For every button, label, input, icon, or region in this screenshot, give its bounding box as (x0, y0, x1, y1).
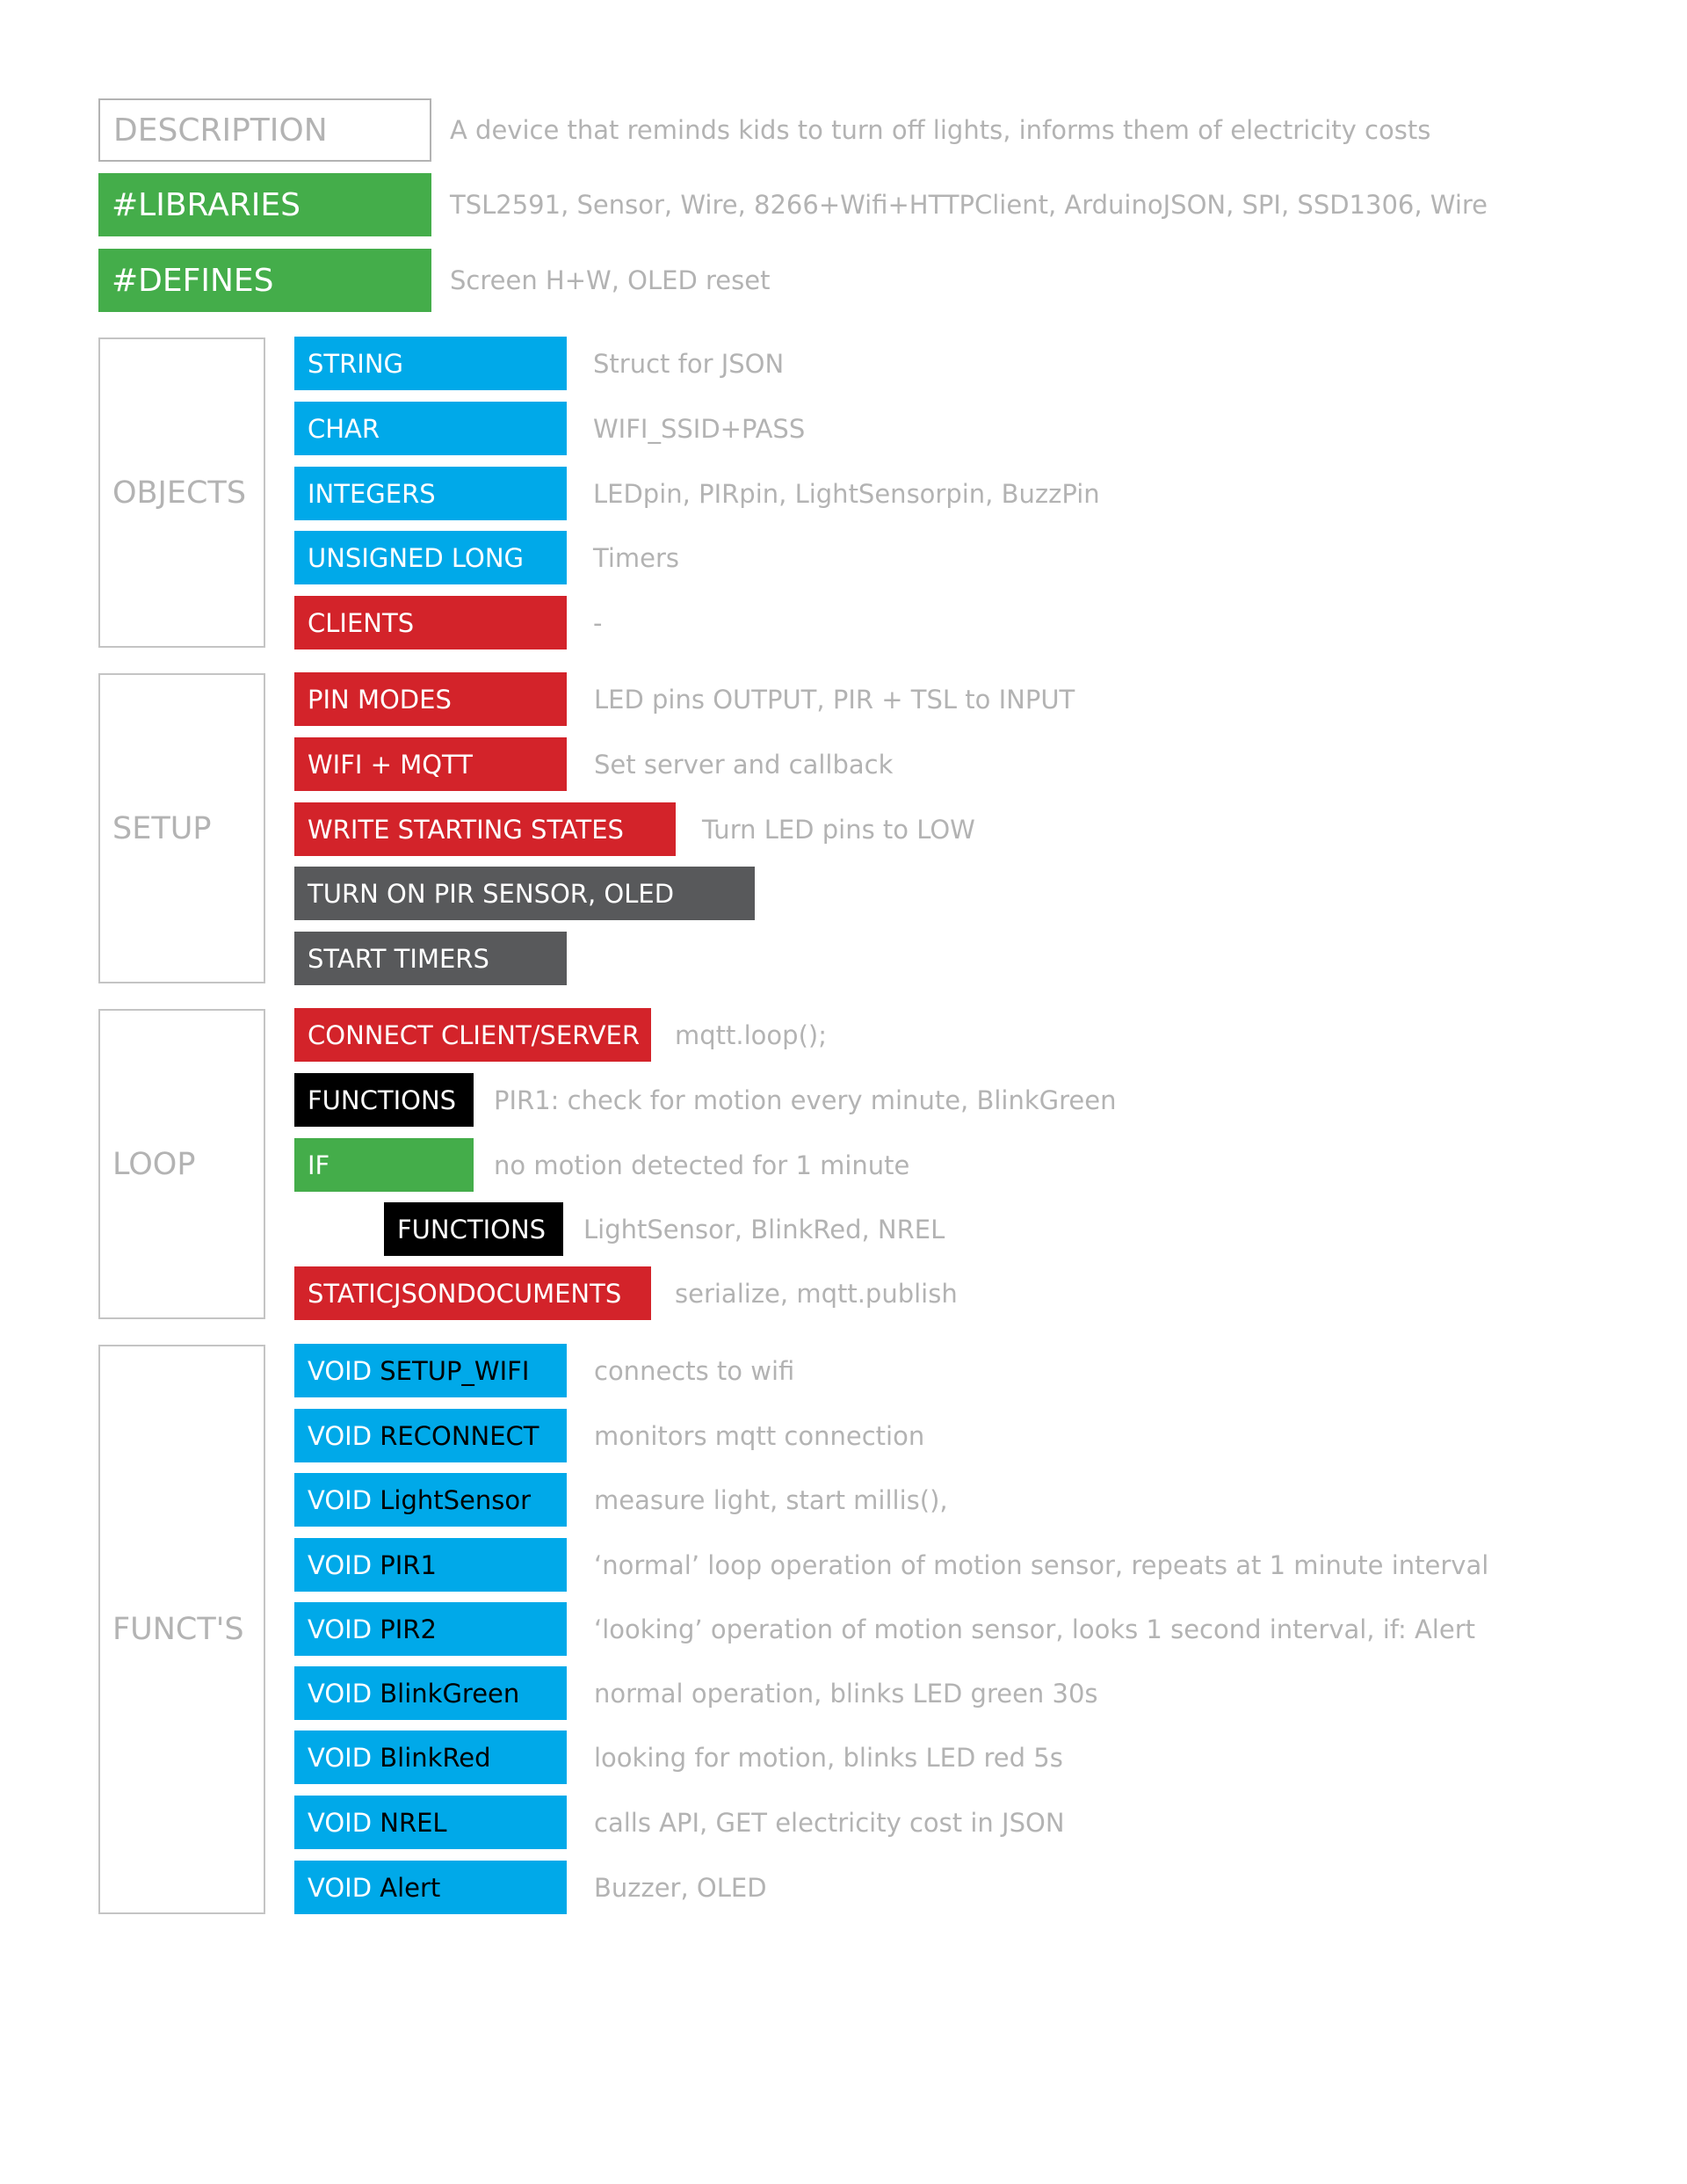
setup-text-pin-modes: LED pins OUTPUT, PIR + TSL to INPUT (594, 685, 1075, 715)
void-keyword: VOID (308, 1872, 373, 1903)
objects-text-unsigned-long: Timers (593, 543, 680, 573)
function-tag-blinkred: VOID BlinkRed (294, 1731, 567, 1784)
function-tag-alert: VOID Alert (294, 1861, 567, 1914)
objects-tag-unsigned-long: UNSIGNED LONG (294, 531, 567, 584)
loop-tag-functions-1: FUNCTIONS (294, 1073, 474, 1127)
libraries-label: #LIBRARIES (98, 173, 431, 236)
defines-text: Screen H+W, OLED reset (450, 265, 771, 295)
description-label: DESCRIPTION (98, 98, 431, 162)
void-keyword: VOID (308, 1742, 373, 1773)
loop-tag-if: IF (294, 1138, 474, 1192)
function-tag-pir2: VOID PIR2 (294, 1602, 567, 1656)
function-name: LightSensor (380, 1484, 532, 1515)
objects-text-string: Struct for JSON (593, 349, 785, 379)
void-keyword: VOID (308, 1484, 373, 1515)
loop-tag-connect-client-server: CONNECT CLIENT/SERVER (294, 1008, 651, 1062)
loop-tag-staticjsondocuments: STATICJSONDOCUMENTS (294, 1266, 651, 1320)
objects-tag-integers: INTEGERS (294, 467, 567, 520)
function-tag-lightsensor: VOID LightSensor (294, 1473, 567, 1527)
loop-text-functions-1: PIR1: check for motion every minute, Bli… (494, 1085, 1117, 1115)
setup-tag-wifi-mqtt: WIFI + MQTT (294, 737, 567, 791)
loop-section-label: LOOP (98, 1009, 265, 1319)
setup-tag-write-starting-states: WRITE STARTING STATES (294, 802, 676, 856)
function-tag-pir1: VOID PIR1 (294, 1538, 567, 1592)
function-text-blinkgreen: normal operation, blinks LED green 30s (594, 1679, 1098, 1709)
function-text-pir2: ‘looking’ operation of motion sensor, lo… (594, 1614, 1475, 1644)
objects-tag-char: CHAR (294, 402, 567, 455)
setup-tag-turn-on-pir-oled: TURN ON PIR SENSOR, OLED (294, 867, 755, 920)
function-tag-nrel: VOID NREL (294, 1796, 567, 1849)
libraries-text: TSL2591, Sensor, Wire, 8266+Wifi+HTTPCli… (450, 190, 1488, 220)
function-name: BlinkGreen (380, 1678, 520, 1709)
objects-text-integers: LEDpin, PIRpin, LightSensorpin, BuzzPin (593, 479, 1100, 509)
void-keyword: VOID (308, 1807, 373, 1838)
setup-tag-pin-modes: PIN MODES (294, 672, 567, 726)
objects-text-char: WIFI_SSID+PASS (593, 414, 806, 444)
function-text-setup-wifi: connects to wifi (594, 1356, 795, 1386)
objects-text-clients: - (593, 608, 603, 638)
function-tag-reconnect: VOID RECONNECT (294, 1409, 567, 1462)
setup-tag-start-timers: START TIMERS (294, 932, 567, 985)
loop-tag-functions-2: FUNCTIONS (384, 1202, 563, 1256)
loop-text-staticjsondocuments: serialize, mqtt.publish (675, 1279, 958, 1309)
setup-text-wifi-mqtt: Set server and callback (594, 750, 894, 780)
function-name: NREL (380, 1807, 447, 1838)
function-text-pir1: ‘normal’ loop operation of motion sensor… (594, 1550, 1489, 1580)
function-text-nrel: calls API, GET electricity cost in JSON (594, 1808, 1065, 1838)
description-text: A device that reminds kids to turn off l… (450, 115, 1431, 145)
functions-section-label: FUNCT'S (98, 1345, 265, 1914)
void-keyword: VOID (308, 1678, 373, 1709)
void-keyword: VOID (308, 1420, 373, 1451)
function-text-blinkred: looking for motion, blinks LED red 5s (594, 1743, 1063, 1773)
function-name: PIR2 (380, 1614, 437, 1644)
function-text-alert: Buzzer, OLED (594, 1873, 767, 1903)
function-name: SETUP_WIFI (380, 1355, 530, 1386)
function-name: BlinkRed (380, 1742, 491, 1773)
function-text-reconnect: monitors mqtt connection (594, 1421, 925, 1451)
function-tag-blinkgreen: VOID BlinkGreen (294, 1666, 567, 1720)
loop-text-if: no motion detected for 1 minute (494, 1150, 910, 1180)
function-name: RECONNECT (380, 1420, 539, 1451)
objects-section-label: OBJECTS (98, 337, 265, 648)
loop-text-functions-2: LightSensor, BlinkRed, NREL (583, 1215, 945, 1244)
defines-label: #DEFINES (98, 249, 431, 312)
setup-text-write-starting-states: Turn LED pins to LOW (702, 815, 975, 845)
function-tag-setup-wifi: VOID SETUP_WIFI (294, 1344, 567, 1397)
void-keyword: VOID (308, 1355, 373, 1386)
loop-text-connect-client-server: mqtt.loop(); (675, 1020, 827, 1050)
void-keyword: VOID (308, 1614, 373, 1644)
function-name: Alert (380, 1872, 441, 1903)
function-name: PIR1 (380, 1549, 437, 1580)
void-keyword: VOID (308, 1549, 373, 1580)
function-text-lightsensor: measure light, start millis(), (594, 1485, 948, 1515)
objects-tag-string: STRING (294, 337, 567, 390)
objects-tag-clients: CLIENTS (294, 596, 567, 649)
setup-section-label: SETUP (98, 673, 265, 983)
